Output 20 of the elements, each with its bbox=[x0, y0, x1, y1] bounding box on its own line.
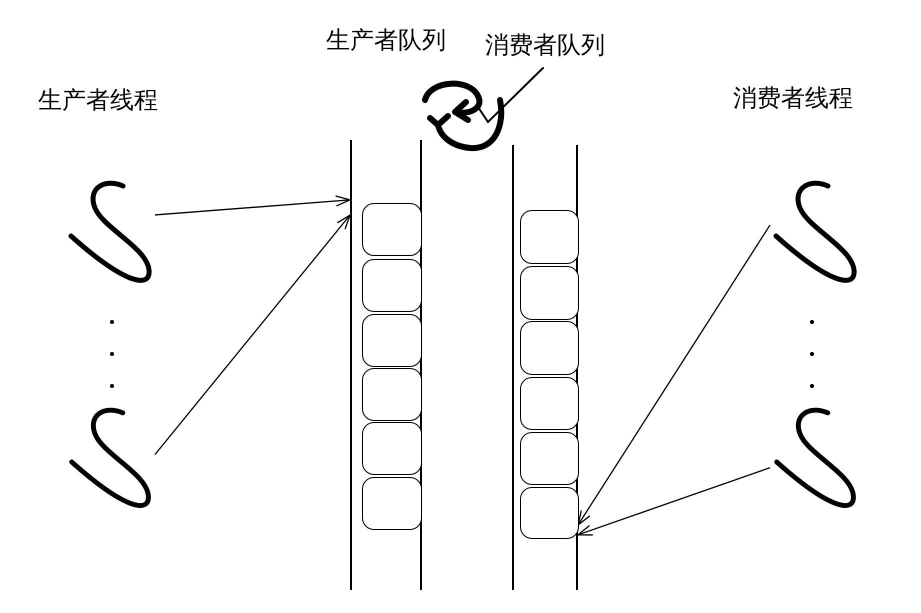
queue-heading: 消费者队列 bbox=[485, 30, 605, 61]
queue-slot bbox=[362, 314, 422, 367]
thread-group-label: 消费者线程 bbox=[733, 83, 853, 114]
queue-slot bbox=[520, 266, 579, 320]
thread-group-label: 生产者线程 bbox=[38, 85, 158, 116]
arrow bbox=[577, 467, 770, 536]
queue-slot bbox=[362, 259, 422, 312]
queue-slot bbox=[362, 203, 422, 256]
arrow bbox=[154, 195, 351, 216]
arrow bbox=[154, 214, 351, 455]
queue-slot bbox=[520, 432, 579, 485]
queue-slot bbox=[520, 377, 579, 430]
queue-slot bbox=[520, 321, 579, 375]
arrow bbox=[577, 224, 771, 526]
queue-slot bbox=[520, 487, 579, 539]
queue-heading: 生产者队列 bbox=[326, 25, 446, 56]
queue-slot bbox=[362, 368, 422, 421]
queue-slot bbox=[362, 422, 422, 475]
queue-slot bbox=[520, 210, 579, 264]
queue-slot bbox=[362, 477, 422, 530]
